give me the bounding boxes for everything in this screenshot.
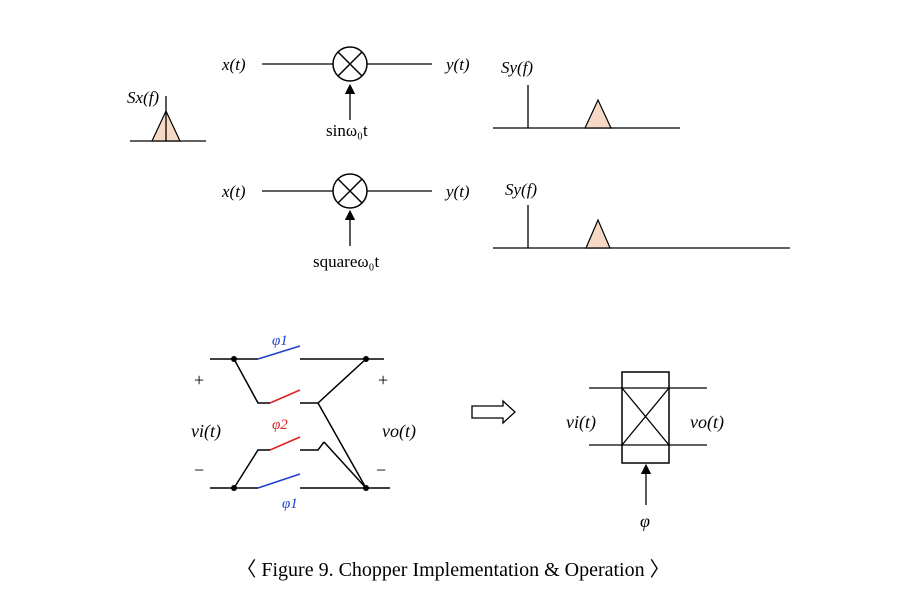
cross-path-bottom-right-b (323, 441, 367, 489)
node-dot (363, 485, 369, 491)
mixer-square-lo-label: squareω₀t (313, 252, 379, 271)
figure-caption: 〈 Figure 9. Chopper Implementation & Ope… (236, 559, 669, 581)
chopper-minus-left: − (194, 460, 204, 480)
mixer-square-diagram: x(t) y(t) squareω₀t Sy(f) (221, 173, 790, 271)
chopper-output-label: vo(t) (382, 421, 416, 442)
multiplier-icon (332, 46, 368, 82)
symbol-output-label: vo(t) (690, 412, 724, 433)
output-spectrum-triangle-1 (584, 98, 612, 129)
mixer-sin-output-label: y(t) (444, 55, 470, 74)
cross-path-bottom-left (233, 449, 270, 489)
mixer-sin-diagram: x(t) y(t) sinω₀t Sx(f) Sy(f) (127, 46, 680, 142)
symbol-control-label: φ (640, 511, 650, 531)
cross-path-top-right (300, 358, 367, 404)
chopper-circuit (210, 345, 390, 489)
output-spectrum-label-1: Sy(f) (501, 58, 533, 77)
phase1-bottom-switch (257, 473, 301, 489)
chopper-input-label: vi(t) (191, 421, 221, 442)
mixer-sin-input-label: x(t) (221, 55, 246, 74)
cross-path-top-left (233, 358, 270, 404)
phase1-top-label: φ1 (272, 333, 288, 349)
input-spectrum-label: Sx(f) (127, 88, 159, 107)
symbol-cross-b (621, 387, 670, 446)
phase2-label: φ2 (272, 417, 288, 433)
cross-path-diagonal (317, 402, 367, 489)
output-spectrum-label-2: Sy(f) (505, 180, 537, 199)
cross-path-bottom-right-a (300, 441, 325, 451)
chopper-symbol (589, 371, 707, 505)
mixer-square-input-label: x(t) (221, 182, 246, 201)
phase2-lower-switch (269, 436, 301, 451)
phase1-bottom-label: φ1 (282, 496, 298, 512)
node-dot (231, 356, 237, 362)
mixer-square-output-label: y(t) (444, 182, 470, 201)
output-spectrum-triangle-2 (585, 218, 611, 249)
symbol-input-label: vi(t) (566, 412, 596, 433)
multiplier-icon (332, 173, 368, 209)
chopper-plus-right: + (378, 370, 388, 390)
mixer-sin-lo-label: sinω₀t (326, 121, 368, 140)
chopper-nodes (231, 356, 369, 491)
phase1-top-switch (257, 345, 301, 360)
node-dot (231, 485, 237, 491)
chopper-plus-left: + (194, 370, 204, 390)
equivalence-arrow-icon (471, 399, 516, 425)
phase2-upper-switch (269, 389, 301, 404)
node-dot (363, 356, 369, 362)
chopper-minus-right: − (376, 460, 386, 480)
